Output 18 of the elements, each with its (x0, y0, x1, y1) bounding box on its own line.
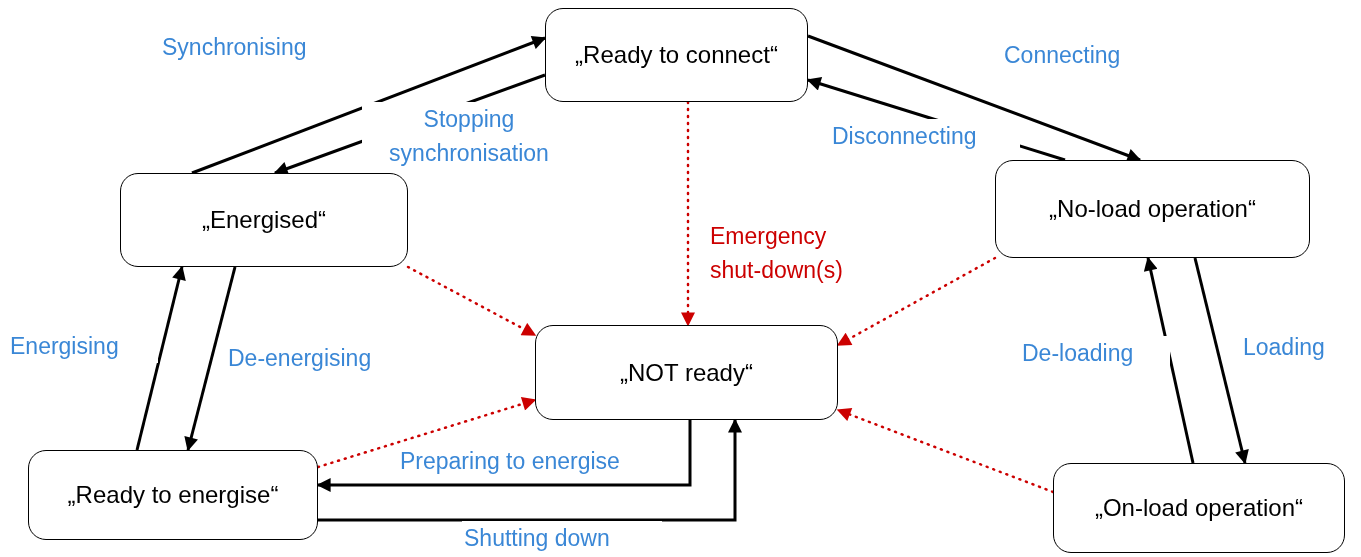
state-box: „On-load operation“ (1053, 463, 1345, 553)
arrow (316, 420, 692, 492)
arrow (1143, 256, 1195, 464)
state-box: „Ready to connect“ (545, 8, 808, 102)
arrow (316, 397, 537, 469)
arrow (184, 266, 237, 452)
state-box: „No-load operation“ (995, 160, 1310, 258)
arrow (406, 265, 537, 337)
arrow (135, 265, 186, 451)
state-box: „Ready to energise“ (28, 450, 318, 540)
arrow (318, 418, 742, 522)
arrow (191, 35, 547, 175)
state-box: „Energised“ (120, 173, 408, 267)
arrow (836, 407, 1055, 494)
arrow (681, 100, 695, 327)
state-box: „NOT ready“ (535, 325, 838, 420)
arrow (1193, 257, 1249, 465)
arrow (836, 256, 997, 347)
